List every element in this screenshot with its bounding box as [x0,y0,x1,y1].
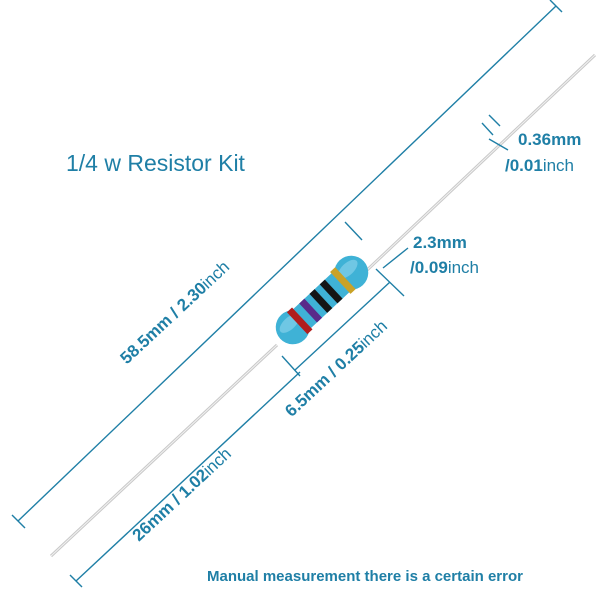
wire-diameter-label: 0.36mm [518,131,581,148]
color-band-black-2 [319,279,343,304]
wire-diameter-alt-unit: inch [542,156,574,175]
body-diameter-label: 2.3mm [413,234,467,251]
color-band-red [286,307,313,335]
body-diameter-alt-label: /0.09inch [410,259,479,276]
body-diameter-value: 2.3mm [413,233,467,252]
wire-diameter-alt-value: /0.01 [505,156,543,175]
footer-note: Manual measurement there is a certain er… [207,568,523,585]
wire-diameter-alt-label: /0.01inch [505,157,574,174]
lead-length-dimension-line [69,371,301,588]
body-diameter-dimension-line [344,221,409,269]
total-length-dimension-line [11,0,563,529]
resistor-body [275,255,369,345]
wire-diameter-value: 0.36mm [518,130,582,149]
color-band-gold [330,267,356,294]
lead-wire [49,53,597,558]
wire-diameter-dimension-line [481,114,509,151]
body-diameter-alt-unit: inch [447,258,479,277]
color-band-violet [299,298,323,323]
color-band-black [309,289,333,313]
body-length-dimension-line [281,268,405,377]
body-diameter-alt-value: /0.09 [410,258,448,277]
page-title: 1/4 w Resistor Kit [66,150,245,176]
